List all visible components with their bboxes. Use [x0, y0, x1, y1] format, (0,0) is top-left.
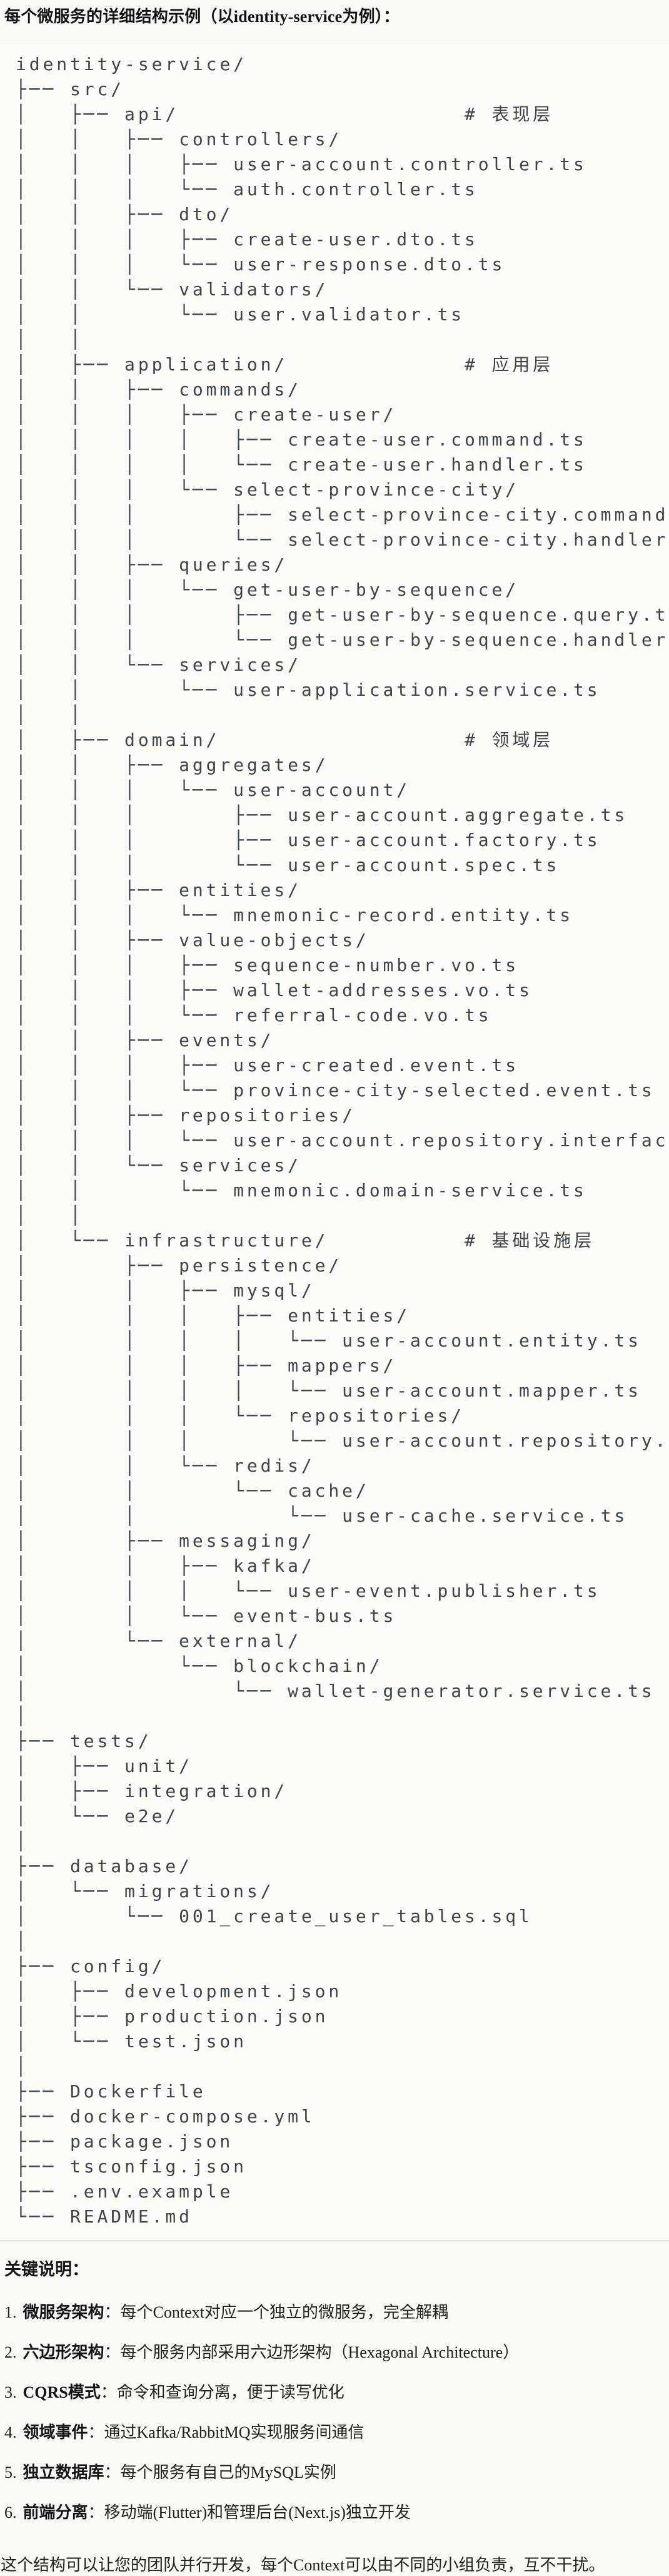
note-number: 5.: [4, 2463, 17, 2482]
note-label: 微服务架构: [23, 2303, 104, 2321]
notes-title: 关键说明：: [4, 2259, 89, 2279]
note-text: 每个Context对应一个独立的微服务，完全解耦: [120, 2303, 448, 2321]
note-text: 每个服务有自己的MySQL实例: [120, 2463, 336, 2482]
page-title: 每个微服务的详细结构示例（以identity-service为例）：: [4, 8, 400, 26]
note-text: 通过Kafka/RabbitMQ实现服务间通信: [104, 2423, 365, 2441]
note-colon: ：: [104, 2343, 121, 2361]
note-label: 独立数据库: [23, 2463, 104, 2482]
note-label: CQRS模式: [23, 2383, 101, 2401]
note-colon: ：: [88, 2423, 104, 2441]
note-text: 每个服务内部采用六边形架构（Hexagonal Architecture）: [120, 2343, 520, 2361]
note-label: 六边形架构: [23, 2343, 104, 2361]
note-number: 2.: [4, 2343, 17, 2361]
file-tree: identity-service/ ├── src/ │ ├── api/ # …: [16, 53, 669, 2227]
note-colon: ：: [88, 2503, 104, 2522]
note-label: 前端分离: [23, 2503, 88, 2522]
note-colon: ：: [104, 2303, 121, 2321]
closing-note: 这个结构可以让您的团队并行开发，每个Context可以由不同的小组负责，互不干扰…: [1, 2555, 605, 2574]
note-item: 2. 六边形架构：每个服务内部采用六边形架构（Hexagonal Architec…: [4, 2342, 664, 2363]
note-label: 领域事件: [23, 2423, 88, 2441]
note-item: 1. 微服务架构：每个Context对应一个独立的微服务，完全解耦: [4, 2302, 664, 2323]
file-tree-block: identity-service/ ├── src/ │ ├── api/ # …: [0, 40, 669, 2241]
note-text: 命令和查询分离，便于读写优化: [116, 2383, 345, 2401]
note-number: 4.: [4, 2423, 17, 2441]
note-colon: ：: [100, 2383, 117, 2401]
note-item: 5. 独立数据库：每个服务有自己的MySQL实例: [4, 2462, 664, 2483]
notes-section: 关键说明： 1.微服务架构：每个Context对应一个独立的微服务，完全解耦 2…: [4, 2259, 664, 2523]
note-text: 移动端(Flutter)和管理后台(Next.js)独立开发: [104, 2503, 411, 2522]
note-number: 6.: [4, 2503, 17, 2522]
note-colon: ：: [104, 2463, 121, 2482]
note-item: 6. 前端分离：移动端(Flutter)和管理后台(Next.js)独立开发: [4, 2502, 664, 2523]
note-number: 1.: [4, 2303, 17, 2321]
note-number: 3.: [4, 2383, 17, 2401]
note-item: 3. CQRS模式：命令和查询分离，便于读写优化: [4, 2382, 664, 2403]
note-item: 4. 领域事件：通过Kafka/RabbitMQ实现服务间通信: [4, 2422, 664, 2443]
